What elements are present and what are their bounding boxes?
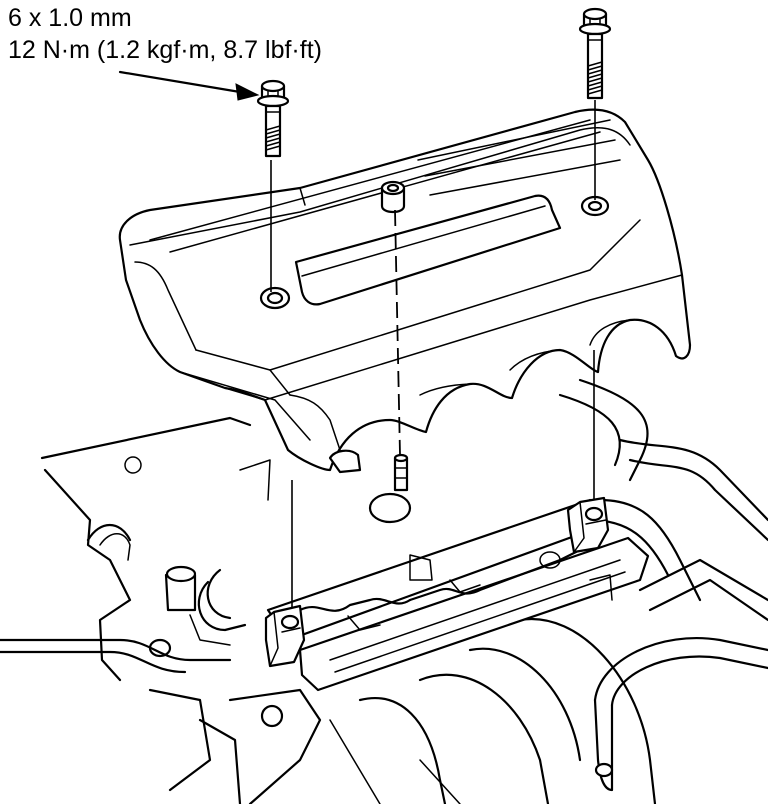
callout-arrow-icon — [118, 70, 260, 101]
guide-line — [394, 209, 401, 456]
bolt-icon — [578, 7, 612, 100]
bolt-size-label: 6 x 1.0 mm — [8, 4, 132, 32]
mounting-bracket — [566, 496, 610, 554]
bolt-torque-label: 12 N·m (1.2 kgf·m, 8.7 lbf·ft) — [8, 36, 322, 64]
dowel-receiver-icon — [393, 453, 409, 492]
engine-cover — [118, 108, 692, 474]
grommet-icon — [259, 286, 291, 310]
mounting-bracket — [264, 604, 306, 668]
bolt-icon — [256, 79, 290, 158]
mounting-rail — [266, 492, 650, 692]
engine-background — [0, 378, 768, 804]
dowel-pin-icon — [380, 180, 406, 214]
